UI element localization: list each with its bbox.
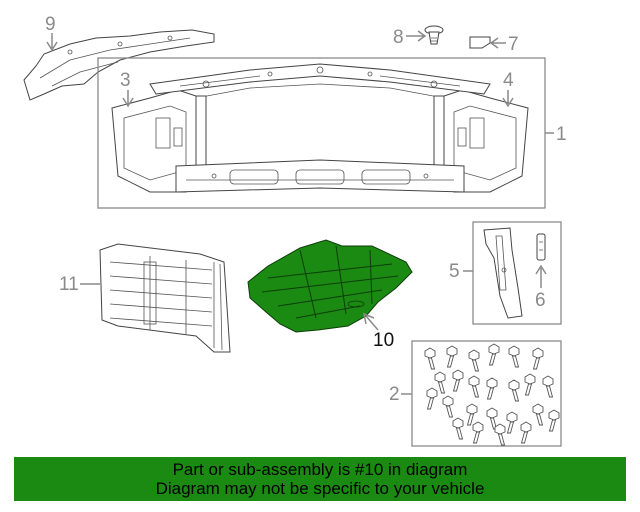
callout-3: 3 [120,70,131,91]
part-9-bracket[interactable] [23,29,215,101]
callout-1: 1 [556,124,567,145]
leader-3 [122,90,134,108]
bolt-icon [442,395,454,418]
bolt-icon [426,387,438,410]
bolt-icon [532,347,544,370]
callout-7: 7 [508,34,519,55]
part-5-6-box [472,221,562,325]
bolt-icon [494,423,506,446]
callout-11: 11 [59,274,79,295]
bolt-icon [486,377,498,400]
banner-line-1: Part or sub-assembly is #10 in diagram [172,460,468,479]
part-10-splash-shield[interactable] [247,239,413,333]
bolt-icon [466,403,478,426]
bolt-icon [508,379,520,402]
part-10-fill [247,239,413,333]
callout-9: 9 [45,14,56,35]
part-8-push-pin[interactable] [424,25,444,45]
leader-8 [406,30,427,42]
bolt-icon [446,345,458,368]
bolt-icon [524,373,536,396]
part-11-grille-shutter[interactable] [99,243,231,353]
bolt-icon [468,375,480,398]
bolt-icon [542,375,554,398]
part-7-clip[interactable] [469,36,491,49]
bolt-icon [452,369,464,392]
bolt-icon [472,421,484,444]
callout-6: 6 [535,290,546,311]
bolt-icon [508,345,520,368]
part-6-clip[interactable] [536,233,546,261]
banner-line-2: Diagram may not be specific to your vehi… [155,479,485,498]
bolt-icon [452,417,464,440]
part-1-radiator-support[interactable] [111,63,529,193]
callout-8: 8 [393,27,404,48]
parts-diagram: 9 8 7 1 [23,14,567,447]
bolt-icon [434,371,446,394]
callout-2: 2 [389,384,400,405]
bolt-icon [520,421,532,444]
bolt-icon [488,343,500,366]
info-banner: Part or sub-assembly is #10 in diagram D… [14,457,626,501]
bolt-icon [532,403,544,426]
bolt-icon [506,411,518,434]
leader-7 [489,37,506,49]
bolt-icon [468,349,480,372]
part-5-bracket[interactable] [483,227,523,319]
leader-4 [502,90,514,108]
leader-10 [362,312,379,331]
callout-10: 10 [373,330,394,351]
callout-4: 4 [503,70,514,91]
part-2-fasteners[interactable] [424,343,560,446]
leader-6 [535,264,547,288]
callout-5: 5 [449,261,460,282]
bolt-icon [548,409,560,432]
leader-9 [46,33,58,52]
bolt-icon [486,407,498,430]
bolt-icon [424,347,436,370]
